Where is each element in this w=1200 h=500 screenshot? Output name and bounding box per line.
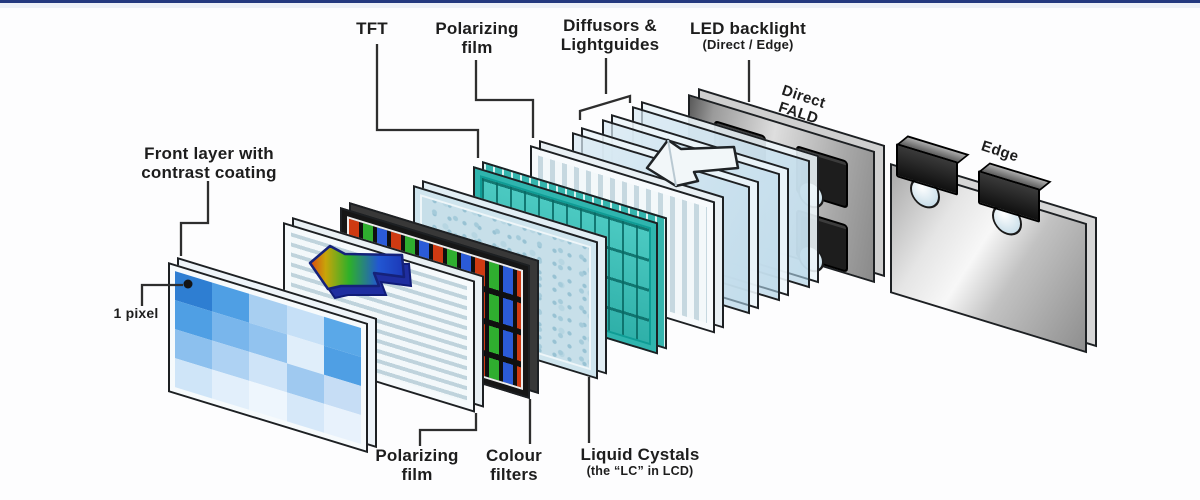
label-front-layer: Front layer with contrast coating: [141, 144, 277, 183]
label-one-pixel: 1 pixel: [113, 305, 159, 321]
front-layer-pointer: [179, 181, 210, 256]
pixel-marker-dot: [183, 279, 193, 289]
label-tft: TFT: [356, 19, 388, 38]
diffusors-bracket: [578, 58, 632, 120]
rgb-light-arrow-icon: [308, 244, 413, 300]
top-border-bar: [0, 0, 1200, 3]
one-pixel-pointer: [140, 283, 183, 306]
top-border-strip: [0, 3, 1200, 8]
polarizing-top-pointer: [474, 60, 535, 138]
label-colour-filters: Colour filters: [486, 446, 542, 485]
label-polarizing-top: Polarizing film: [435, 19, 519, 58]
label-led-backlight: LED backlight (Direct / Edge): [690, 19, 806, 53]
light-direction-arrow-icon: [645, 138, 740, 188]
label-diffusors: Diffusors & Lightguides: [560, 16, 660, 55]
label-liquid-crystals: Liquid Cystals (the “LC” in LCD): [580, 445, 700, 479]
label-polarizing-bottom: Polarizing film: [375, 446, 459, 485]
tft-pointer: [375, 44, 480, 158]
polarizing-bottom-pointer: [418, 413, 478, 446]
